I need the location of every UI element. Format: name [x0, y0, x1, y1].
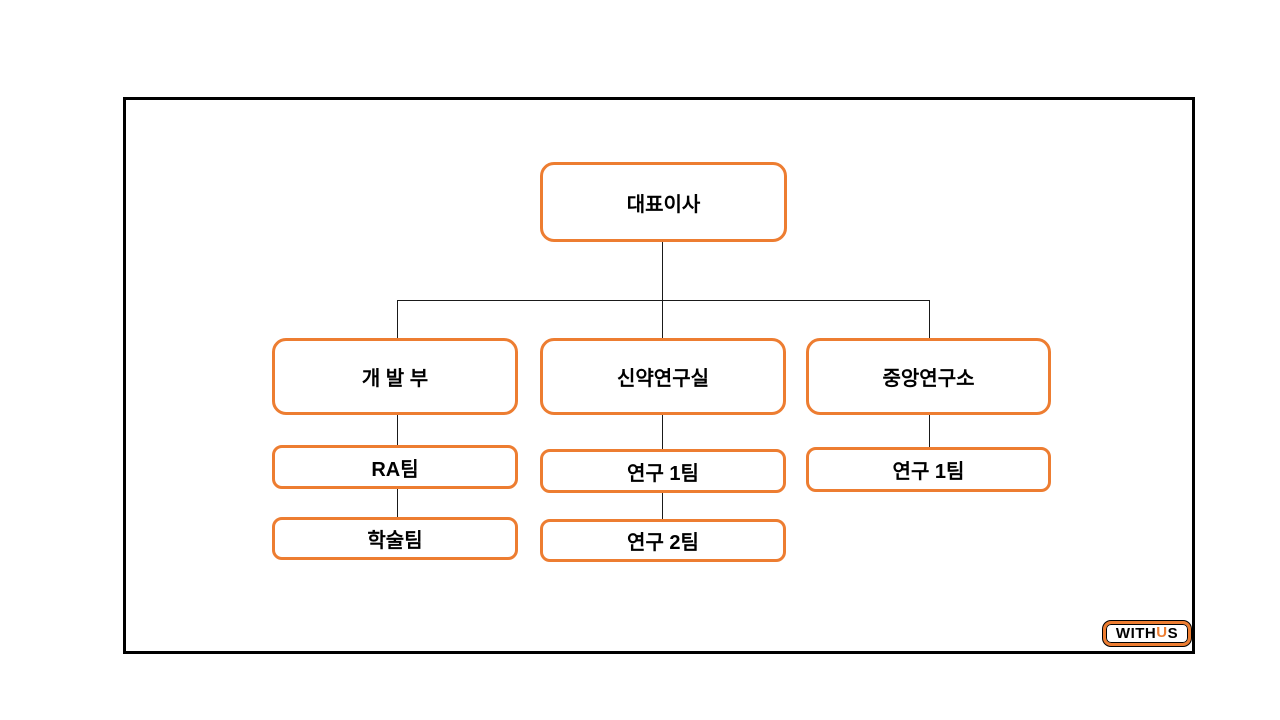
org-node-label: 대표이사 [626, 193, 701, 216]
org-node-label: 연구 1팀 [627, 462, 699, 485]
connector-drop-central-lab [929, 301, 930, 338]
org-node-label: 연구 2팀 [627, 532, 699, 554]
logo-text-suffix: S [1167, 625, 1179, 642]
connector-central-to-research1 [929, 415, 930, 447]
connector-research1-to-research2 [662, 493, 663, 519]
logo-accent-letter: U [1156, 624, 1168, 641]
org-node-research-1-ctr[interactable]: 연구 1팀 [806, 447, 1051, 492]
org-node-label: 학술팀 [367, 530, 423, 552]
connector-dev-to-ra [397, 415, 398, 445]
org-node-central-lab[interactable]: 중앙연구소 [806, 338, 1051, 415]
org-node-label: 개 발 부 [361, 368, 429, 390]
connector-ceo-trunk [662, 242, 663, 300]
logo-text-prefix: WITH [1115, 625, 1157, 642]
org-node-label: 연구 1팀 [892, 461, 965, 483]
org-node-new-drug-lab[interactable]: 신약연구실 [540, 338, 786, 415]
connector-level2-crossbar [397, 300, 930, 301]
org-node-label: RA팀 [371, 458, 419, 481]
org-node-dev-dept[interactable]: 개 발 부 [272, 338, 518, 415]
org-node-ceo[interactable]: 대표이사 [540, 162, 787, 242]
org-node-ra-team[interactable]: RA팀 [272, 445, 518, 489]
org-node-academic-team[interactable]: 학술팀 [272, 517, 518, 560]
connector-ra-to-academic [397, 489, 398, 517]
connector-drug-to-research1 [662, 415, 663, 449]
org-node-label: 신약연구실 [617, 368, 709, 390]
org-node-label: 중앙연구소 [882, 368, 975, 390]
connector-drop-new-drug-lab [662, 301, 663, 338]
org-node-research-1-lab[interactable]: 연구 1팀 [540, 449, 786, 493]
org-node-research-2-lab[interactable]: 연구 2팀 [540, 519, 786, 562]
connector-drop-dev-dept [397, 301, 398, 338]
